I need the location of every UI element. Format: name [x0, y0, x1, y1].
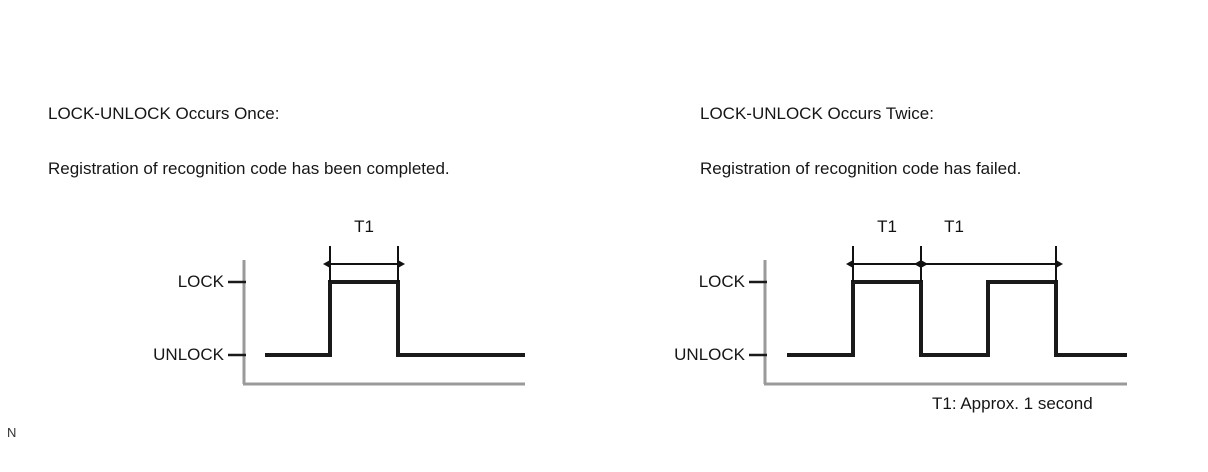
panel-twice-waveform	[787, 280, 1127, 357]
panel-twice-unlock-label: UNLOCK	[674, 345, 745, 364]
panel-twice-lock-label: LOCK	[698, 272, 745, 291]
panel-twice-description: Registration of recognition code has fai…	[700, 159, 1022, 178]
panel-twice-t1-label-first: T1	[877, 217, 897, 236]
panel-once-waveform	[265, 280, 525, 357]
panel-once-unlock-label: UNLOCK	[153, 345, 224, 364]
panel-twice-heading: LOCK-UNLOCK Occurs Twice:	[700, 104, 934, 123]
panel-once-description: Registration of recognition code has bee…	[48, 159, 450, 178]
panel-twice-t1-label-second: T1	[944, 217, 964, 236]
panel-twice-graph	[749, 246, 1127, 386]
panel-once-graph	[228, 246, 525, 386]
panel-once-heading: LOCK-UNLOCK Occurs Once:	[48, 104, 280, 123]
panel-twice-footnote: T1: Approx. 1 second	[932, 394, 1093, 413]
panel-once-lock-label: LOCK	[177, 272, 224, 291]
stray-mark: N	[7, 425, 17, 440]
panel-once-t1-label: T1	[354, 217, 374, 236]
